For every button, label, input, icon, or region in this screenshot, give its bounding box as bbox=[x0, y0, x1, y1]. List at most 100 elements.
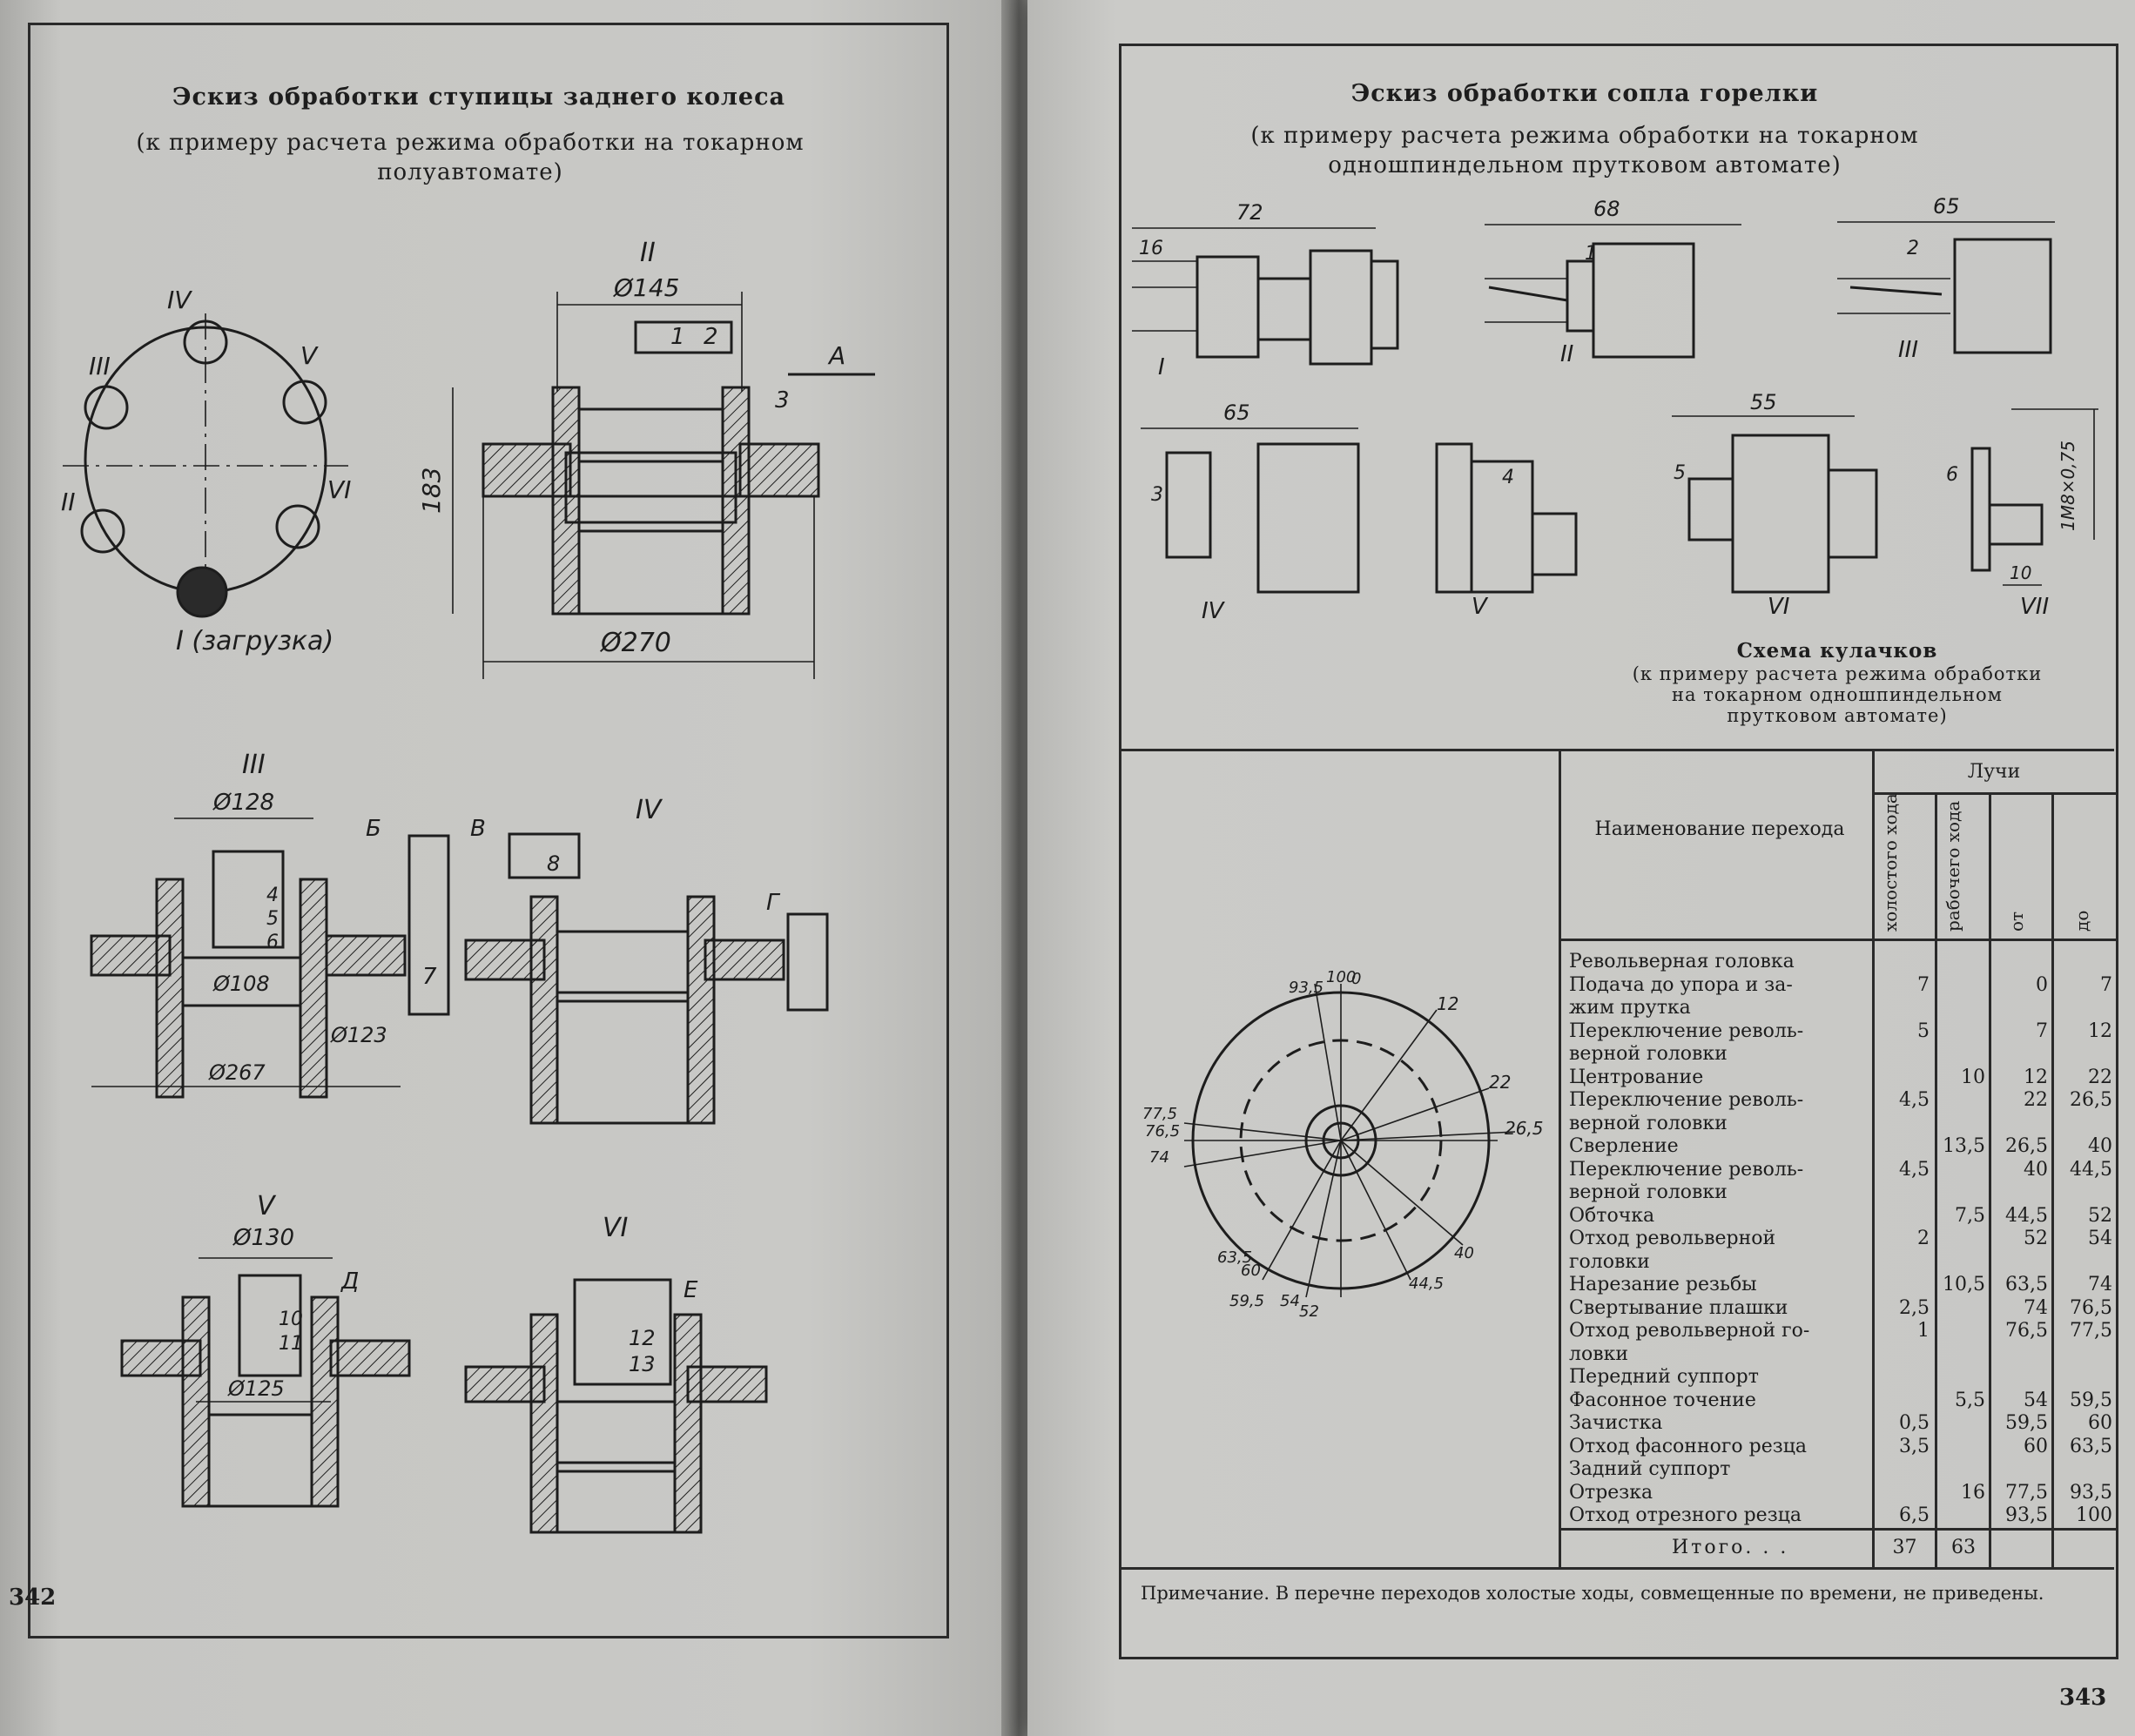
fig-ii-d145: Ø145 bbox=[613, 273, 679, 302]
right-page-subtitle-1: (к примеру расчета режима обработки на т… bbox=[1250, 123, 1919, 149]
fig-ii-hub: II Ø145 183 Ø270 1 bbox=[417, 238, 875, 679]
table-cell-idle: 2,5 bbox=[1899, 1296, 1930, 1319]
table-cell-idle: 1 bbox=[1917, 1320, 1930, 1342]
fig-vi-title: VI bbox=[603, 1213, 629, 1243]
table-cell-name: Подача до упора и за- bbox=[1569, 973, 1793, 996]
sketch-v: 4 V bbox=[1435, 442, 1578, 620]
table-cell-to: 7 bbox=[2100, 973, 2112, 996]
table-cell-name: Передний суппорт bbox=[1569, 1366, 1759, 1388]
table-total-label: Итого. . . bbox=[1672, 1537, 1789, 1558]
lower-block-top-line bbox=[1121, 749, 2114, 751]
sketch-vi-55: 55 bbox=[1750, 390, 1777, 414]
table-cell-name: Задний суппорт bbox=[1569, 1458, 1731, 1480]
table-cell-from: 7 bbox=[2036, 1019, 2048, 1042]
fig-v-11: 11 bbox=[279, 1333, 303, 1355]
table-cell-work: 7,5 bbox=[1955, 1204, 1985, 1227]
table-row: Передний суппорт bbox=[1559, 1366, 2116, 1388]
sketch-vii: 1М8×0,75 6 10 VII bbox=[1946, 408, 2098, 620]
table-cell-from: 77,5 bbox=[2005, 1481, 2048, 1504]
sketch-vii-thread: 1М8×0,75 bbox=[2058, 441, 2078, 531]
table-col-divider-1 bbox=[1872, 749, 1875, 1567]
position-diagram: IV III V II VI I (загрузка) bbox=[61, 286, 351, 656]
cam-label-40: 40 bbox=[1454, 1244, 1474, 1262]
table-total-work: 63 bbox=[1951, 1537, 1976, 1558]
fig-iii-d108: Ø108 bbox=[212, 972, 270, 996]
table-cell-work: 10 bbox=[1961, 1066, 1985, 1088]
sketch-i-label: I bbox=[1158, 354, 1165, 380]
table-cell-name: Отход фасонного резца bbox=[1569, 1435, 1808, 1457]
table-col-idle: холостого хода bbox=[1880, 793, 1901, 932]
table-cell-name: Нарезание резьбы bbox=[1569, 1274, 1757, 1295]
table-cell-to: 40 bbox=[2088, 1135, 2112, 1157]
table-cell-from: 0 bbox=[2036, 973, 2048, 996]
cam-label-77-5: 77,5 bbox=[1142, 1105, 1177, 1123]
cam-label-44-5: 44,5 bbox=[1409, 1275, 1444, 1293]
fig-v-d125: Ø125 bbox=[227, 1376, 285, 1401]
table-cell-to: 44,5 bbox=[2070, 1158, 2112, 1181]
table-cell-idle: 0,5 bbox=[1899, 1412, 1930, 1434]
cam-scheme-sub-3: прутковом автомате) bbox=[1727, 705, 1948, 726]
table-cell-work: 5,5 bbox=[1955, 1389, 1985, 1411]
cam-label-22: 22 bbox=[1489, 1072, 1511, 1093]
table-cell-name: Револьверная головка bbox=[1569, 951, 1795, 972]
table-cell-to: 12 bbox=[2088, 1019, 2112, 1042]
sketch-iii-65: 65 bbox=[1933, 194, 1960, 219]
sketch-v-4: 4 bbox=[1502, 467, 1514, 488]
left-page-title: Эскиз обработки ступицы заднего колеса bbox=[172, 84, 786, 111]
table-cell-idle: 7 bbox=[1917, 973, 1930, 996]
table-cell-name: Отход револьверной го- bbox=[1569, 1320, 1810, 1342]
fig-ii-3: 3 bbox=[775, 387, 790, 414]
fig-v-d: Д bbox=[340, 1268, 359, 1295]
table-cell-from: 63,5 bbox=[2005, 1274, 2048, 1295]
table-cell-name: Фасонное точение bbox=[1569, 1389, 1756, 1411]
table-cell-name: Сверление bbox=[1569, 1135, 1679, 1157]
table-cell-name: верной головки bbox=[1569, 1043, 1728, 1065]
cam-label-12: 12 bbox=[1437, 993, 1458, 1014]
sketch-iii-label: III bbox=[1898, 337, 1918, 363]
table-cell-idle: 2 bbox=[1917, 1228, 1930, 1249]
sketch-i-72: 72 bbox=[1236, 200, 1263, 225]
table-cell-to: 93,5 bbox=[2070, 1481, 2112, 1504]
table-cell-to: 60 bbox=[2088, 1412, 2112, 1434]
fig-iv-hub: IV В 8 Г bbox=[464, 795, 829, 1125]
fig-v-10: 10 bbox=[279, 1309, 303, 1330]
cam-label-52: 52 bbox=[1299, 1302, 1319, 1321]
table-cell-from: 40 bbox=[2024, 1158, 2048, 1181]
table-cell-name: Переключение револь- bbox=[1569, 1089, 1804, 1111]
lower-block-bottom-line bbox=[1121, 1567, 2114, 1570]
table-cell-idle: 5 bbox=[1917, 1019, 1930, 1042]
table-row: верной головки bbox=[1559, 1181, 2116, 1203]
table-cell-from: 26,5 bbox=[2005, 1135, 2048, 1157]
table-cell-from: 54 bbox=[2024, 1389, 2048, 1411]
table-cell-name: Отход револьверной bbox=[1569, 1228, 1776, 1249]
sketch-i-16: 16 bbox=[1139, 238, 1163, 259]
left-page-subtitle-1: (к примеру расчета режима обработки на т… bbox=[136, 130, 805, 156]
cam-label-54: 54 bbox=[1280, 1292, 1300, 1310]
table-total-idle: 37 bbox=[1892, 1537, 1917, 1558]
fig-ii-d270: Ø270 bbox=[599, 628, 671, 658]
table-header-line bbox=[1559, 939, 2116, 941]
fig-vi-hub: VI Е 12 13 bbox=[464, 1213, 768, 1534]
table-cell-from: 12 bbox=[2024, 1066, 2048, 1088]
right-page-title: Эскиз обработки сопла горелки bbox=[1350, 80, 1819, 107]
sketch-i: 72 16 I bbox=[1132, 200, 1399, 380]
pos-iv-label: IV bbox=[167, 286, 192, 314]
cam-label-0: 0 bbox=[1351, 970, 1361, 988]
table-cell-from: 93,5 bbox=[2005, 1504, 2048, 1526]
table-cell-name: Зачистка bbox=[1569, 1412, 1663, 1434]
pos-vi-label: VI bbox=[327, 475, 351, 504]
table-col-from: от bbox=[2006, 911, 2027, 932]
right-page: Эскиз обработки сопла горелки (к примеру… bbox=[1027, 0, 2135, 1736]
table-row: верной головки bbox=[1559, 1113, 2116, 1134]
table-cell-idle: 6,5 bbox=[1899, 1504, 1930, 1526]
